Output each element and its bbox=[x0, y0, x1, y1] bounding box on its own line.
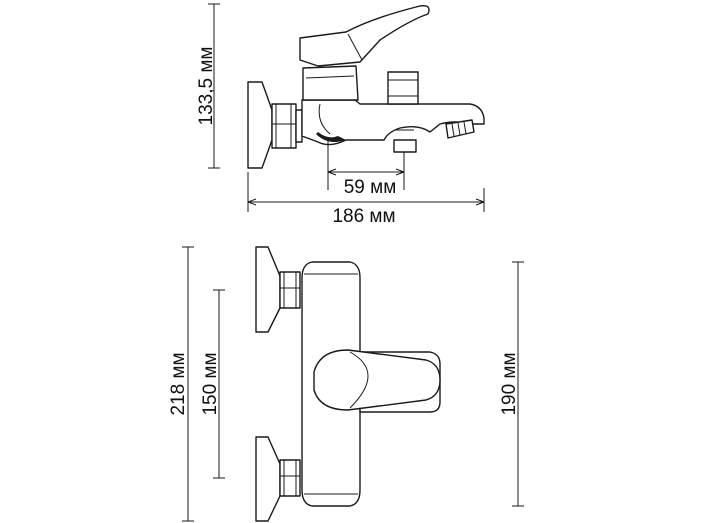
spout-outlet bbox=[393, 139, 417, 153]
eccentric-top bbox=[279, 271, 301, 309]
dim-total-height: 218 мм bbox=[168, 246, 194, 522]
eccentric-bottom bbox=[279, 459, 301, 497]
faucet-body-side bbox=[301, 99, 485, 146]
diverter-knob bbox=[387, 71, 419, 105]
body-length-label: 190 мм bbox=[499, 352, 520, 415]
wall-flange-bottom bbox=[255, 436, 281, 522]
lever-handle-side bbox=[299, 4, 430, 67]
front-view bbox=[255, 246, 441, 522]
dim-body-length: 190 мм bbox=[499, 261, 524, 507]
outlet-label: 59 мм bbox=[344, 177, 397, 198]
shower-outlet bbox=[445, 119, 475, 139]
eccentric-nut-side bbox=[271, 103, 297, 149]
height-label: 133,5 мм bbox=[196, 47, 217, 126]
lever-handle-front bbox=[313, 349, 441, 411]
dim-depth: 186 мм bbox=[247, 172, 485, 227]
wall-flange-side bbox=[247, 81, 273, 169]
cartridge-cap-side bbox=[302, 65, 359, 101]
total-height-label: 218 мм bbox=[168, 352, 189, 415]
depth-label: 186 мм bbox=[332, 206, 395, 227]
dim-height-side: 133,5 мм bbox=[196, 3, 220, 169]
center-distance-label: 150 мм bbox=[200, 352, 221, 415]
wall-flange-top bbox=[255, 246, 281, 333]
side-view bbox=[247, 4, 485, 169]
dim-center-distance: 150 мм bbox=[200, 289, 225, 479]
dim-outlet: 59 мм bbox=[327, 140, 405, 198]
